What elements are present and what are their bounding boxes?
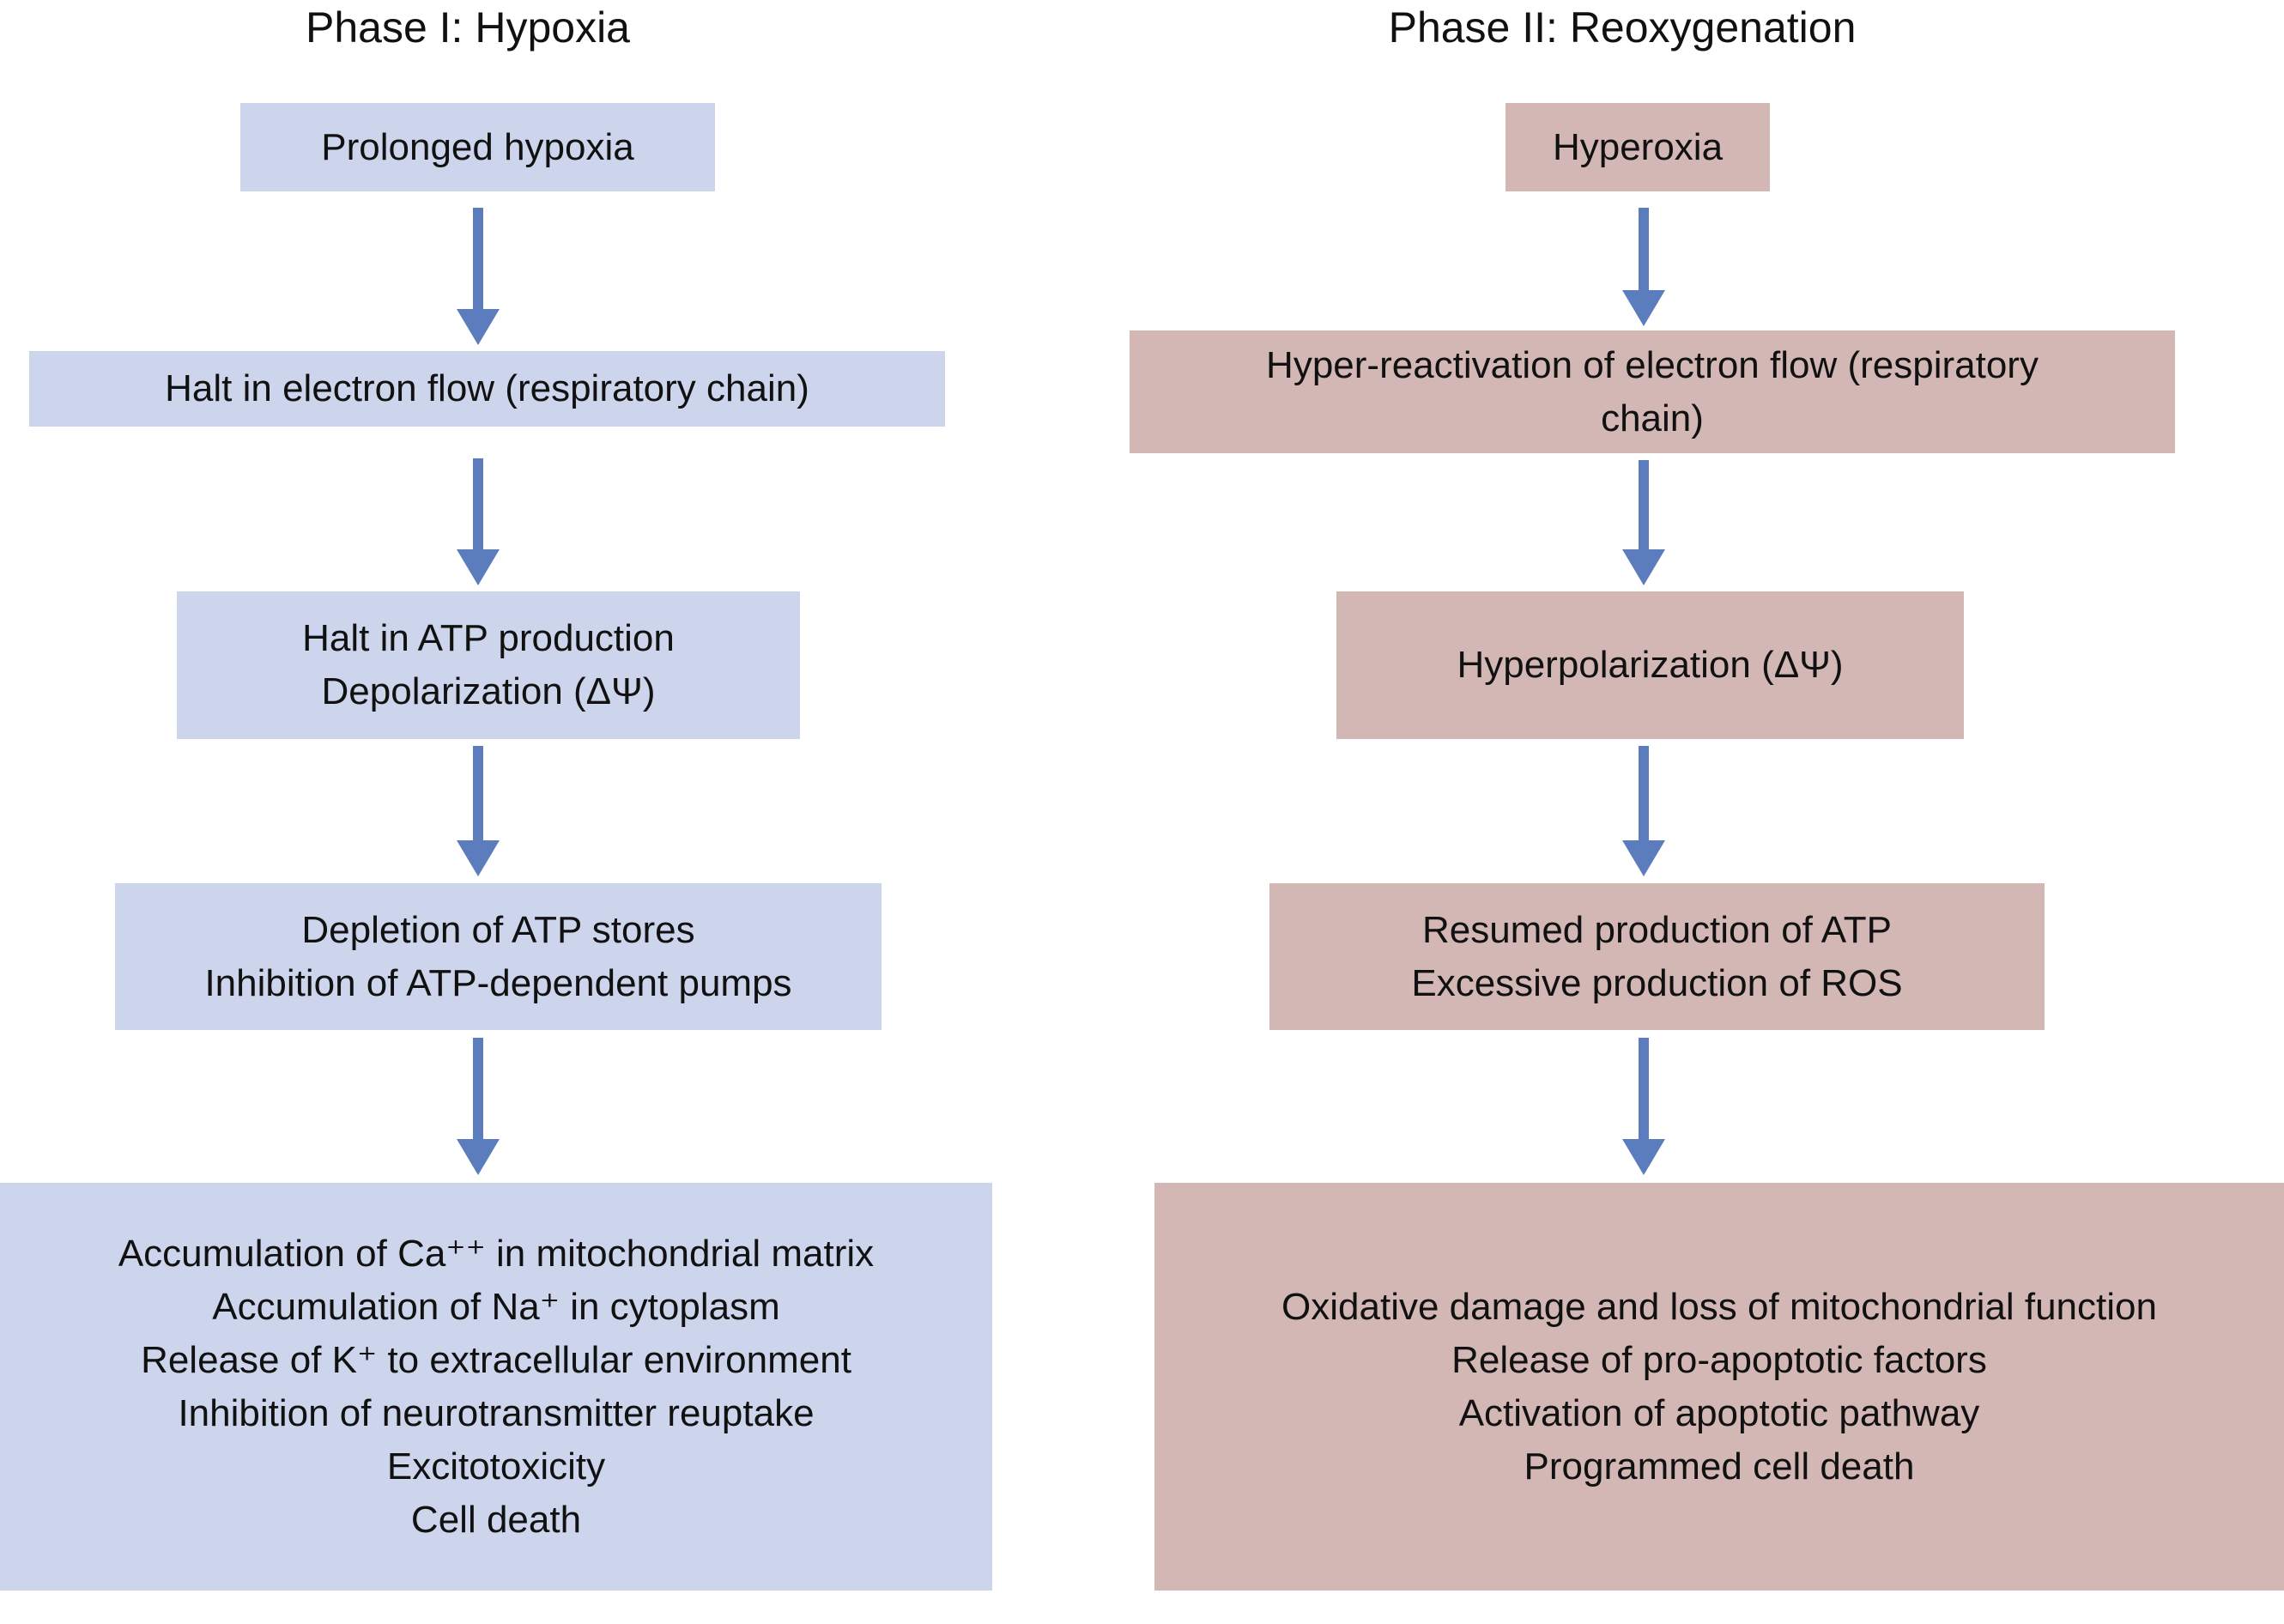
box-text-line: Programmed cell death <box>1524 1445 1915 1488</box>
box-text-line: Halt in electron flow (respiratory chain… <box>165 367 809 409</box>
box-text-line: Depletion of ATP stores <box>301 908 695 951</box>
box-hyperoxia: Hyperoxia <box>1506 103 1770 191</box>
box-text-line: Hyper-reactivation of electron flow (res… <box>1266 343 2039 386</box>
box-text-line: Cell death <box>410 1498 582 1541</box>
box-text-line: Hyperpolarization (ΔΨ) <box>1457 644 1844 686</box>
phase1-title: Phase I: Hypoxia <box>306 3 630 52</box>
box-text-line: Release of K⁺ to extracellular environme… <box>141 1338 851 1381</box>
arrow-stem <box>1639 746 1649 840</box>
arrow-head <box>457 549 500 585</box>
arrow-stem <box>473 458 483 549</box>
box-text-line: Accumulation of Ca⁺⁺ in mitochondrial ma… <box>118 1232 875 1275</box>
down-arrow-icon <box>455 746 501 876</box>
arrow-stem <box>473 208 483 309</box>
box-text-line: Depolarization (ΔΨ) <box>321 670 656 712</box>
box-text-line: Resumed production of ATP <box>1421 908 1893 951</box>
arrow-head <box>457 1139 500 1175</box>
arrow-stem <box>473 1038 483 1139</box>
box-text-line: chain) <box>1601 397 1704 439</box>
box-text-line: Excessive production of ROS <box>1411 961 1903 1004</box>
box-prolonged-hypoxia: Prolonged hypoxia <box>240 103 715 191</box>
arrow-stem <box>473 746 483 840</box>
down-arrow-icon <box>1621 746 1667 876</box>
box-text-line: Inhibition of neurotransmitter reuptake <box>178 1391 815 1434</box>
box-text-line: Accumulation of Na⁺ in cytoplasm <box>212 1285 780 1328</box>
box-text-line: Hyperoxia <box>1552 125 1724 168</box>
down-arrow-icon <box>455 208 501 345</box>
arrow-head <box>1622 840 1665 876</box>
phase2-title: Phase II: Reoxygenation <box>1388 3 1857 52</box>
box-reoxygenation-outcomes: Oxidative damage and loss of mitochondri… <box>1154 1183 2284 1591</box>
arrow-stem <box>1639 1038 1649 1139</box>
down-arrow-icon <box>1621 208 1667 326</box>
box-atp-ros-production: Resumed production of ATP Excessive produ… <box>1269 883 2045 1030</box>
box-text-line: Release of pro-apoptotic factors <box>1451 1338 1987 1381</box>
arrow-head <box>457 309 500 345</box>
arrow-head <box>1622 1139 1665 1175</box>
box-hyperpolarization: Hyperpolarization (ΔΨ) <box>1336 591 1964 739</box>
box-text-line: Prolonged hypoxia <box>321 125 634 168</box>
box-text-line: Oxidative damage and loss of mitochondri… <box>1281 1285 2157 1328</box>
arrow-stem <box>1639 208 1649 290</box>
box-text-line: Inhibition of ATP-dependent pumps <box>204 961 792 1004</box>
arrow-stem <box>1639 460 1649 549</box>
arrow-head <box>1622 549 1665 585</box>
down-arrow-icon <box>1621 1038 1667 1175</box>
down-arrow-icon <box>455 1038 501 1175</box>
box-hypoxia-outcomes: Accumulation of Ca⁺⁺ in mitochondrial ma… <box>0 1183 992 1591</box>
box-text-line: Activation of apoptotic pathway <box>1458 1391 1980 1434</box>
arrow-head <box>457 840 500 876</box>
box-text-line: Excitotoxicity <box>386 1445 606 1488</box>
down-arrow-icon <box>1621 460 1667 585</box>
box-hyper-reactivation: Hyper-reactivation of electron flow (res… <box>1130 330 2175 453</box>
down-arrow-icon <box>455 458 501 585</box>
box-halt-electron-flow: Halt in electron flow (respiratory chain… <box>29 351 945 427</box>
arrow-head <box>1622 290 1665 326</box>
box-text-line: Halt in ATP production <box>302 617 675 659</box>
